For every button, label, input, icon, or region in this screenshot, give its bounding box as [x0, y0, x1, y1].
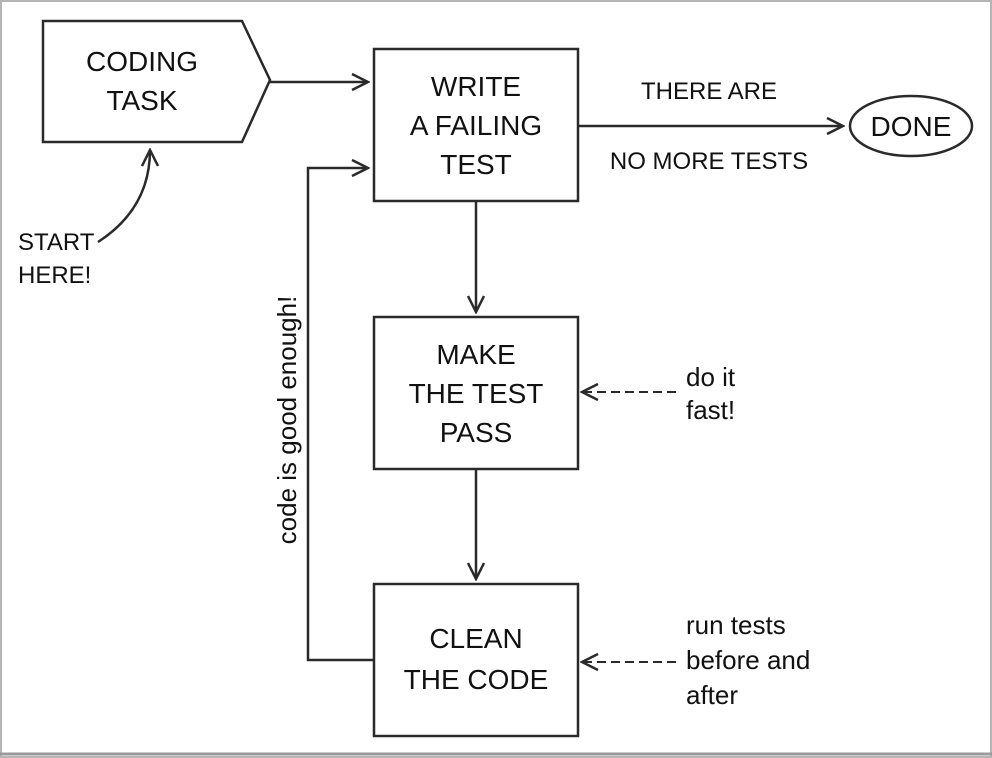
coding-task-line-2: TASK — [106, 85, 177, 116]
start-here-line-1: START — [18, 229, 95, 256]
do-it-fast-line-2: fast! — [686, 395, 735, 425]
write-failing-test-line-2: A FAILING — [410, 110, 542, 141]
start-here-line-2: HERE! — [18, 262, 91, 289]
loop-back-arrow — [306, 168, 374, 662]
clean-code-line-1: CLEAN — [429, 623, 522, 654]
run-tests-line-1: run tests — [686, 610, 786, 640]
start-here-curved-arrow — [97, 150, 150, 244]
clean-code-box — [372, 582, 580, 738]
write-failing-test-line-3: TEST — [440, 149, 512, 180]
done-node: DONE — [848, 94, 974, 158]
make-test-pass-line-3: PASS — [440, 417, 513, 448]
do-it-fast-line-1: do it — [686, 362, 736, 392]
write-failing-test-box — [372, 47, 580, 203]
coding-task-shape — [41, 19, 272, 144]
make-test-pass-line-1: MAKE — [436, 339, 515, 370]
run-tests-line-3: after — [686, 680, 738, 710]
done-ellipse — [848, 94, 974, 158]
clean-code-line-2: THE CODE — [404, 664, 549, 695]
clean-code-node: CLEAN THE CODE — [372, 582, 580, 738]
done-label: DONE — [871, 111, 952, 142]
coding-task-node: CODING TASK — [41, 19, 272, 144]
coding-task-line-1: CODING — [86, 46, 198, 77]
make-test-pass-box — [372, 315, 580, 471]
run-tests-line-2: before and — [686, 645, 810, 675]
make-test-pass-node: MAKE THE TEST PASS — [372, 315, 580, 471]
loop-back-label: code is good enough! — [272, 296, 302, 545]
write-failing-test-line-1: WRITE — [431, 71, 521, 102]
make-test-pass-line-2: THE TEST — [409, 378, 544, 409]
done-condition-line-2: NO MORE TESTS — [610, 148, 808, 175]
done-condition-line-1: THERE ARE — [641, 78, 777, 105]
write-failing-test-node: WRITE A FAILING TEST — [372, 47, 580, 203]
